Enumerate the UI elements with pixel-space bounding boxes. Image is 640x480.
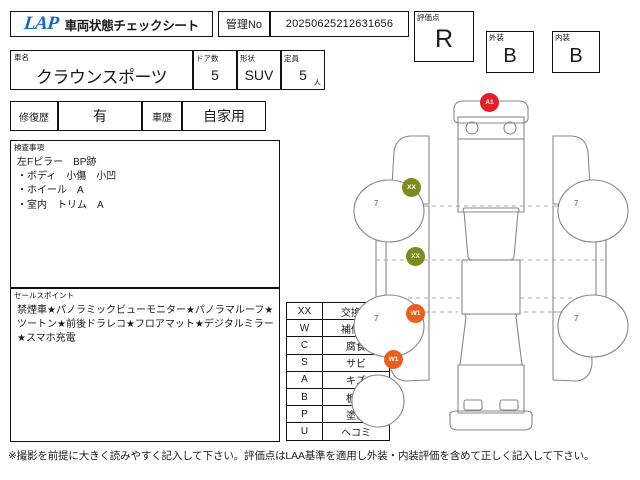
- door-count-label: ドア数: [196, 54, 219, 63]
- legend-row: U ヘコミ: [287, 423, 389, 441]
- management-no-label: 管理No: [225, 19, 263, 31]
- repair-history-label-cell: 修復歴: [10, 101, 58, 131]
- car-unfolded-outline: [351, 100, 629, 431]
- legend-description: 交換済: [341, 307, 371, 319]
- body-shape-value: SUV: [244, 67, 274, 83]
- inspection-items-text: 左Fピラー BP跡 ・ボディ 小傷 小凹 ・ホイール A ・室内 トリム A: [17, 157, 117, 211]
- evaluation-score-value: R: [434, 25, 454, 53]
- sheet-title-box: LAP 車両状態チェックシート: [10, 11, 213, 37]
- legend-row: S サビ: [287, 354, 389, 372]
- legend-description: サビ: [346, 359, 366, 371]
- legend-description: ヘコミ: [341, 427, 371, 439]
- legend-code: S: [287, 354, 323, 371]
- interior-grade-value: B: [569, 45, 583, 67]
- sales-point-label: セールスポイント: [14, 291, 74, 300]
- sales-point-text: 禁煙車★パノラミックビューモニター★パノラマルーフ★ツートン★前後ドラレコ★フロ…: [17, 305, 274, 345]
- management-no-label-cell: 管理No: [218, 11, 270, 37]
- legend-row: P 塗装: [287, 406, 389, 424]
- seating-capacity-cell: 定員 5 人: [281, 50, 325, 90]
- body-shape-cell: 形状 SUV: [237, 50, 281, 90]
- legend-code: W: [287, 320, 323, 337]
- damage-marker-xx[interactable]: XX: [406, 247, 425, 266]
- seating-capacity-label: 定員: [284, 54, 299, 63]
- vehicle-name-value: クラウンスポーツ: [35, 68, 168, 87]
- legend-code: P: [287, 406, 323, 423]
- door-count-cell: ドア数 5: [193, 50, 237, 90]
- wheel-grade-3: 7: [374, 314, 379, 323]
- exterior-grade-label: 外装: [489, 33, 504, 42]
- lap-logo: LAP: [23, 13, 60, 34]
- inspection-items-box: 検査事項 左Fピラー BP跡 ・ボディ 小傷 小凹 ・ホイール A ・室内 トリ…: [10, 140, 280, 288]
- legend-row: C 腐食: [287, 337, 389, 355]
- legend-code: B: [287, 388, 323, 406]
- footer-note: ※撮影を前提に大きく読みやすく記入して下さい。評価点はLAA基準を適用し外装・内…: [8, 450, 595, 462]
- legend-code: C: [287, 337, 323, 354]
- legend-row: A キズ: [287, 371, 389, 389]
- management-no-value-cell: 20250625212631656: [270, 11, 409, 37]
- legend-description: 塗装: [346, 410, 366, 422]
- wheel-grade-2: 7: [574, 199, 579, 208]
- interior-grade-box: 内装 B: [552, 31, 600, 73]
- door-count-value: 5: [211, 67, 219, 83]
- legend-code: A: [287, 371, 323, 388]
- repair-history-value-cell: 有: [58, 101, 142, 131]
- seating-capacity-unit: 人: [313, 78, 322, 87]
- interior-grade-label: 内装: [555, 33, 570, 42]
- sales-point-box: セールスポイント 禁煙車★パノラミックビューモニター★パノラマルーフ★ツートン★…: [10, 288, 280, 442]
- wheel-grade-1: 7: [374, 199, 379, 208]
- seating-capacity-value: 5: [299, 67, 307, 83]
- inspection-items-label: 検査事項: [14, 143, 44, 152]
- repair-history-label: 修復歴: [19, 112, 49, 124]
- legend-description: 腐食: [346, 341, 366, 353]
- usage-history-label-cell: 車歴: [142, 101, 182, 131]
- wheel-grade-4: 7: [574, 314, 579, 323]
- evaluation-score-box: 評価点 R: [414, 11, 474, 62]
- damage-marker-a1[interactable]: A1: [480, 93, 499, 112]
- legend-code: U: [287, 423, 323, 440]
- legend-description: キズ: [346, 376, 366, 388]
- body-shape-label: 形状: [240, 54, 255, 63]
- management-no-value: 20250625212631656: [285, 18, 394, 30]
- sheet-title: 車両状態チェックシート: [64, 18, 200, 33]
- exterior-grade-box: 外装 B: [486, 31, 534, 73]
- usage-history-label: 車歴: [152, 112, 172, 124]
- damage-marker-w1[interactable]: W1: [406, 304, 425, 323]
- damage-marker-w1[interactable]: W1: [384, 350, 403, 369]
- evaluation-score-label: 評価点: [417, 13, 440, 22]
- repair-history-value: 有: [93, 108, 107, 124]
- vehicle-name-label: 車名: [14, 53, 29, 62]
- exterior-grade-value: B: [503, 45, 517, 67]
- legend-code: XX: [287, 303, 323, 320]
- usage-history-value-cell: 自家用: [182, 101, 266, 131]
- usage-history-value: 自家用: [203, 108, 245, 124]
- legend-row: XX 交換済: [287, 303, 389, 321]
- damage-marker-xx[interactable]: XX: [402, 178, 421, 197]
- vehicle-name-cell: 車名 クラウンスポーツ: [10, 50, 193, 90]
